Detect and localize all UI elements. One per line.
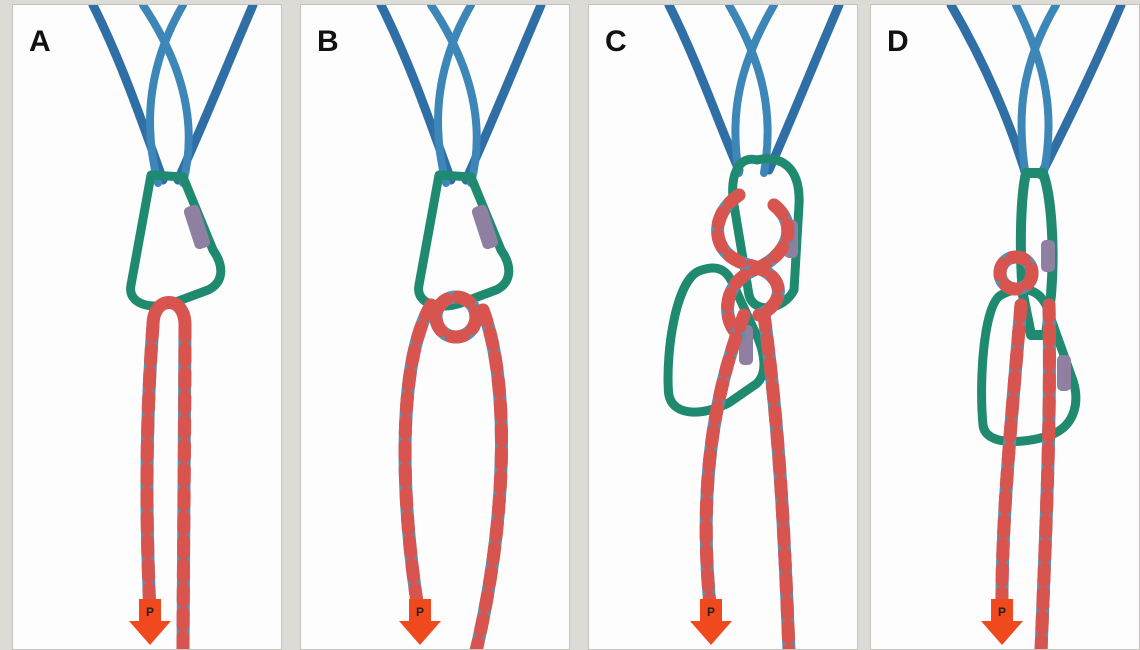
arrow-letter: P: [998, 605, 1006, 619]
load-arrow-icon: P: [690, 599, 732, 645]
rope-strands: [405, 297, 501, 650]
panel-c-drawing: P: [589, 5, 858, 650]
panel-c: C: [588, 4, 858, 650]
arrow-letter: P: [707, 605, 715, 619]
arrow-letter: P: [146, 605, 154, 619]
screw-gate: [1057, 355, 1071, 391]
carabiner: [652, 263, 770, 416]
anchor-rope: [669, 5, 839, 173]
screw-gate: [1041, 240, 1055, 272]
panel-a-drawing: P: [13, 5, 282, 650]
rope-strands: [1000, 257, 1049, 650]
load-arrow-icon: P: [129, 599, 171, 645]
panel-b: B P: [300, 4, 570, 650]
panel-label: D: [887, 25, 910, 59]
panel-b-drawing: P: [301, 5, 570, 650]
anchor-rope: [93, 5, 253, 183]
anchor-rope: [951, 5, 1121, 177]
rope-strands: [706, 195, 789, 650]
panel-label: C: [605, 25, 628, 59]
panel-d-drawing: P: [871, 5, 1140, 650]
load-arrow-icon: P: [399, 599, 441, 645]
panel-d: D: [870, 4, 1140, 650]
panel-label: A: [29, 25, 52, 59]
carabiner: [419, 175, 509, 306]
rope-strands: [147, 303, 185, 650]
carabiner: [131, 175, 221, 306]
load-arrow-icon: P: [981, 599, 1023, 645]
panel-a: A P: [12, 4, 282, 650]
arrow-letter: P: [416, 605, 424, 619]
anchor-rope: [381, 5, 541, 183]
panel-label: B: [317, 25, 340, 59]
